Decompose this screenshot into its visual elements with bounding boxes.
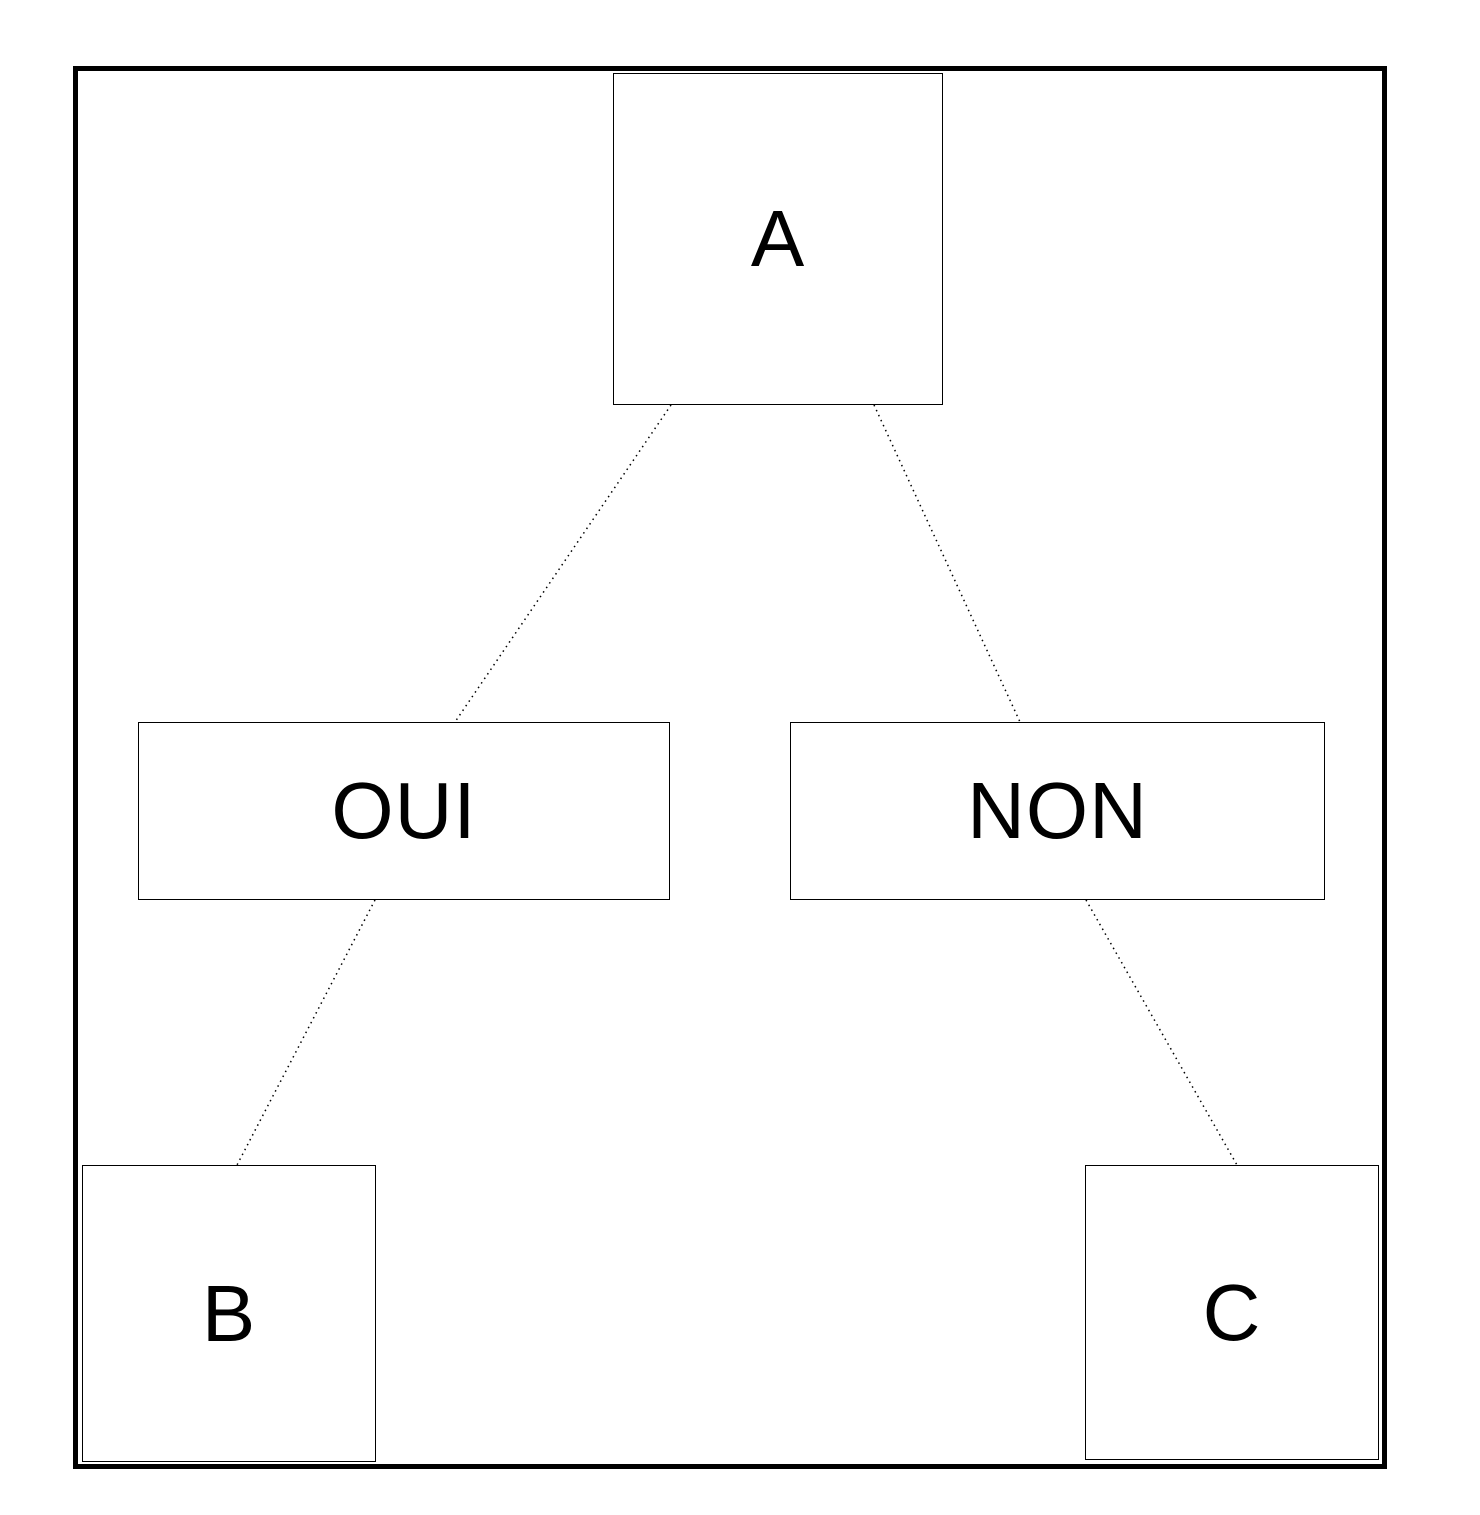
- node-a: A: [613, 73, 943, 405]
- node-c: C: [1085, 1165, 1379, 1460]
- node-b: B: [82, 1165, 376, 1462]
- node-non-label: NON: [967, 766, 1148, 855]
- node-c-label: C: [1202, 1267, 1262, 1357]
- node-b-label: B: [201, 1268, 257, 1358]
- node-a-label: A: [750, 194, 806, 283]
- diagram-outer-frame: [73, 66, 1387, 1469]
- node-non: NON: [790, 722, 1325, 900]
- node-oui: OUI: [138, 722, 670, 900]
- node-oui-label: OUI: [331, 766, 477, 855]
